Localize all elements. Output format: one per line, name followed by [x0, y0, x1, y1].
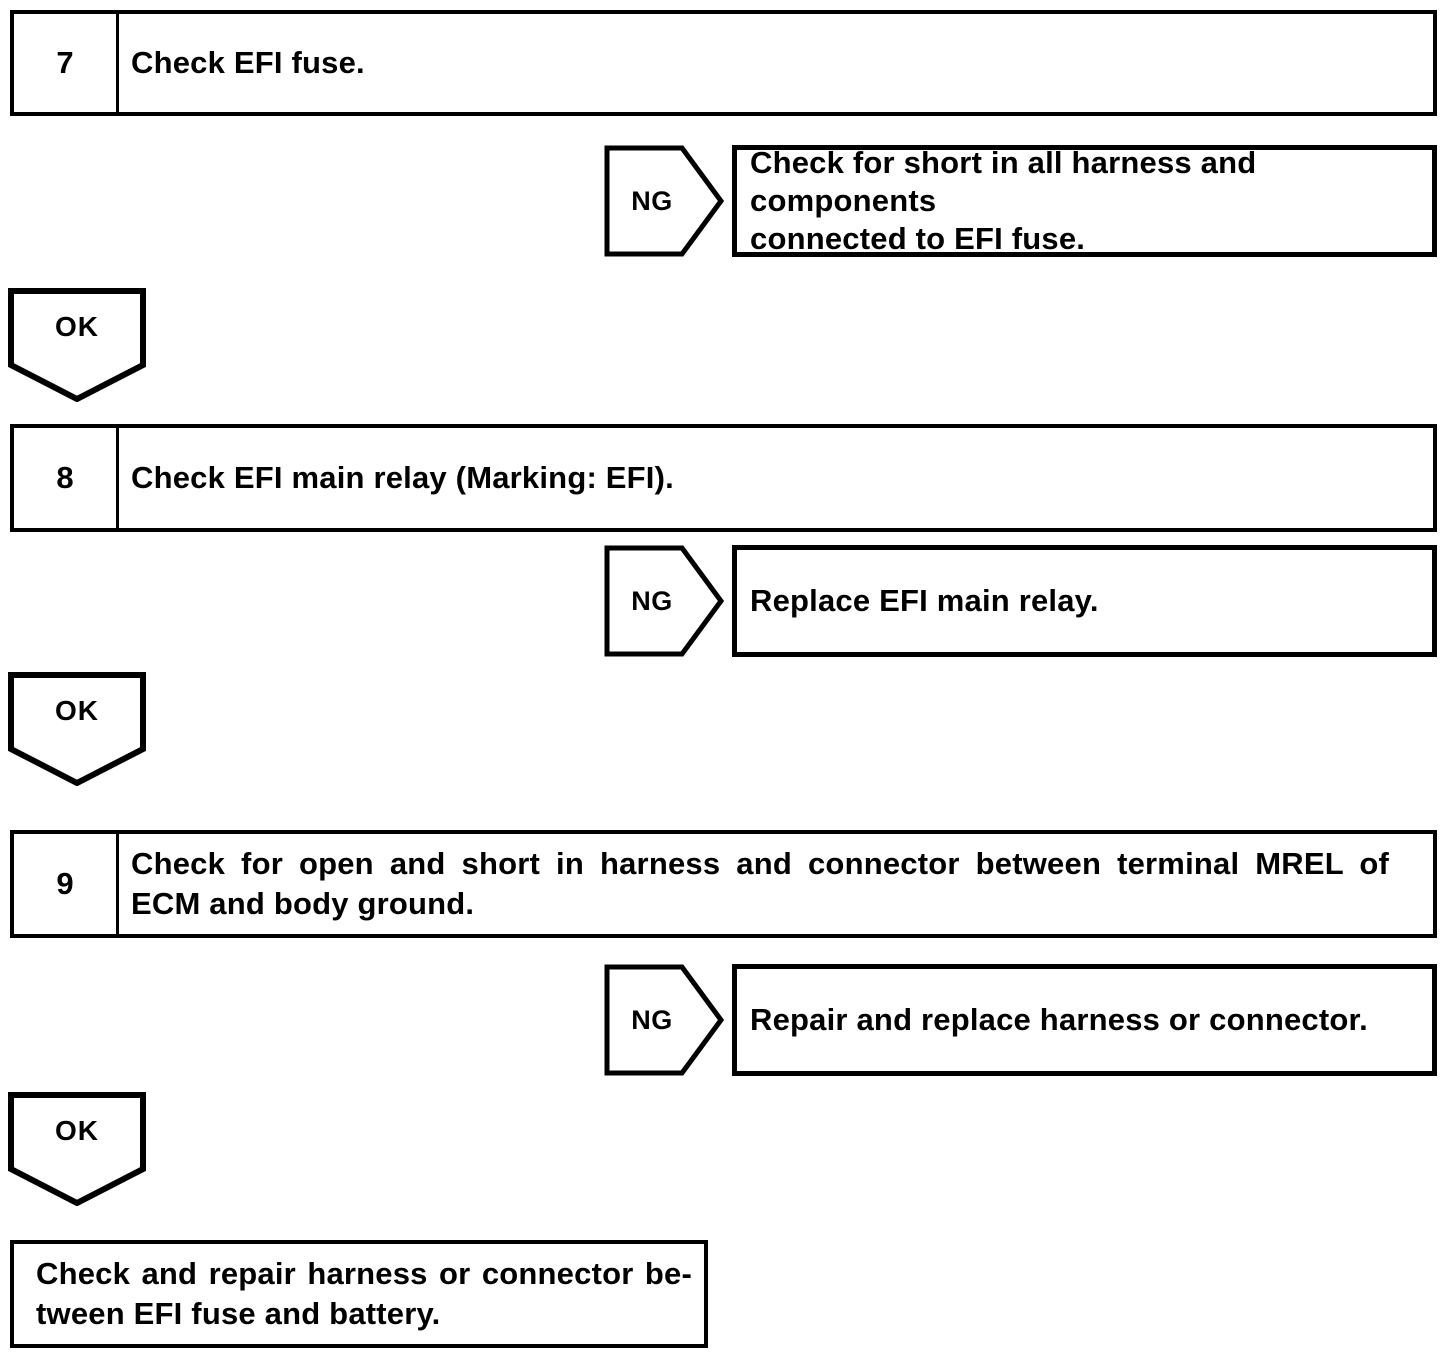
- step-9-box: 9 Check for open and short in harness an…: [10, 830, 1437, 938]
- ng-arrow-right-icon: [604, 964, 724, 1076]
- step-8-title-line: Check EFI main relay (Marking: EFI).: [131, 460, 674, 495]
- ng-result-line: Replace EFI main relay.: [750, 583, 1099, 618]
- step-7-ok-connector: OK: [8, 288, 146, 402]
- step-7-title: Check EFI fuse.: [119, 14, 1433, 112]
- ng-label: NG: [631, 1004, 673, 1035]
- step-8-title: Check EFI main relay (Marking: EFI).: [119, 428, 1433, 528]
- ng-result-line: Repair and replace harness or connector.: [750, 1002, 1368, 1037]
- step-8-ng-connector: NG: [604, 545, 724, 657]
- ng-result-line: Check for short in all harness and compo…: [750, 145, 1257, 218]
- step-8-number: 8: [14, 428, 119, 528]
- ng-arrow-right-icon: [604, 545, 724, 657]
- step-8-ng-result-box: Replace EFI main relay.: [732, 545, 1437, 657]
- step-8-box: 8 Check EFI main relay (Marking: EFI).: [10, 424, 1437, 532]
- ok-arrow-down-icon: [8, 672, 146, 786]
- ng-label: NG: [631, 585, 673, 616]
- step-9-ng-connector: NG: [604, 964, 724, 1076]
- step-9-title: Check for open and short in harness and …: [119, 834, 1433, 934]
- step-7-number: 7: [14, 14, 119, 112]
- step-9-number: 9: [14, 834, 119, 934]
- ok-arrow-down-icon: [8, 288, 146, 402]
- step-8-ok-connector: OK: [8, 672, 146, 786]
- step-7-title-line: Check EFI fuse.: [131, 45, 365, 80]
- ng-arrow-right-icon: [604, 145, 724, 257]
- ok-arrow-down-icon: [8, 1092, 146, 1206]
- step-7-box: 7 Check EFI fuse.: [10, 10, 1437, 116]
- step-9-ng-result-box: Repair and replace harness or connector.: [732, 964, 1437, 1076]
- step-7-ng-connector: NG: [604, 145, 724, 257]
- ok-label: OK: [55, 695, 99, 726]
- ok-label: OK: [55, 1115, 99, 1146]
- ng-label: NG: [631, 185, 673, 216]
- final-action-line: Check and repair harness or connector be…: [36, 1256, 692, 1291]
- step-9-ok-connector: OK: [8, 1092, 146, 1206]
- ok-label: OK: [55, 311, 99, 342]
- final-action-line: tween EFI fuse and battery.: [36, 1296, 441, 1331]
- ng-result-line: connected to EFI fuse.: [750, 221, 1086, 256]
- final-action-box: Check and repair harness or connector be…: [10, 1240, 708, 1348]
- step-7-ng-result-box: Check for short in all harness and compo…: [732, 145, 1437, 257]
- step-9-title-line: Check for open and short in harness and …: [131, 846, 1389, 881]
- step-9-title-line: ECM and body ground.: [131, 886, 475, 921]
